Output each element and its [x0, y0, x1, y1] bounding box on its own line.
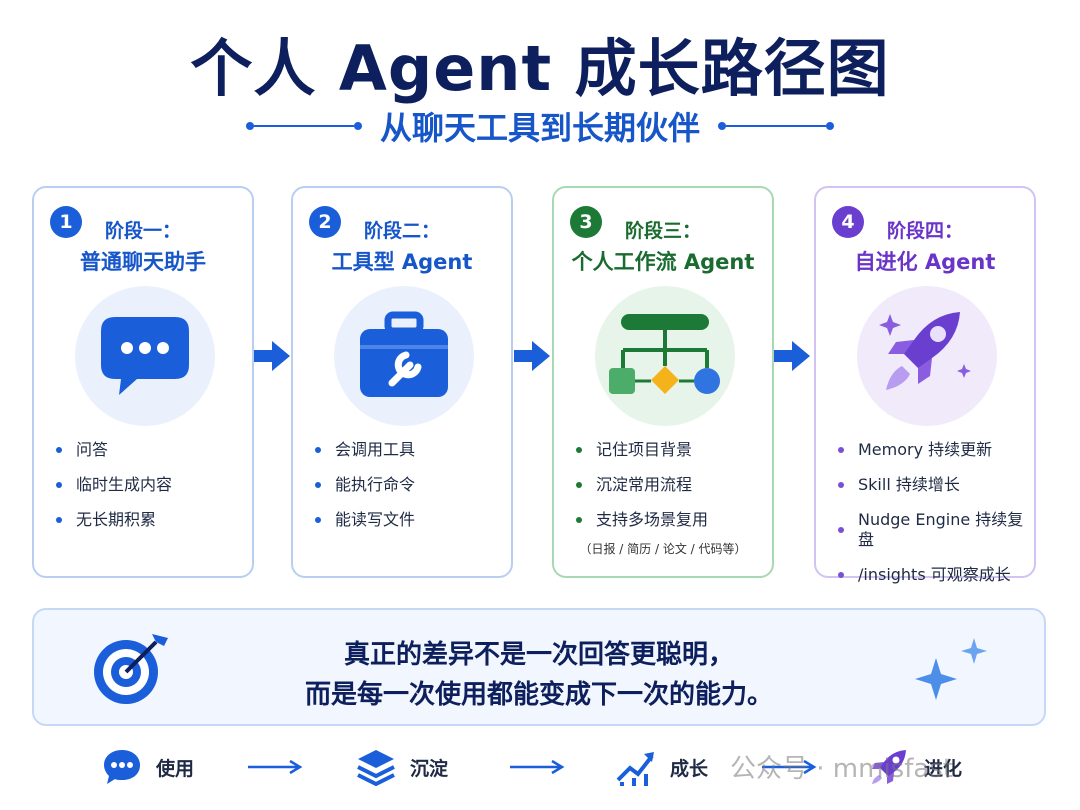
- arrow-right-icon: [510, 759, 565, 775]
- list-item: Nudge Engine 持续复盘: [838, 510, 1026, 550]
- rocket-icon: [857, 286, 997, 426]
- list-item: 会调用工具: [315, 440, 503, 460]
- stage-name: 自进化 Agent: [854, 250, 996, 274]
- list-item: 记住项目背景: [576, 440, 764, 460]
- page-title: 个人 Agent 成长路径图: [190, 32, 890, 105]
- list-item: 能执行命令: [315, 475, 503, 495]
- arrow-right-icon: [762, 759, 817, 775]
- stage-label: 阶段三：: [624, 220, 701, 242]
- chat-bubble-icon: [104, 750, 140, 784]
- arrow-right-icon: [774, 341, 810, 371]
- stage-features: Memory 持续更新 Skill 持续增长 Nudge Engine 持续复盘…: [838, 440, 1026, 600]
- flow-step-label: 进化: [924, 757, 963, 780]
- stage-note: （日报 / 简历 / 论文 / 代码等）: [579, 542, 747, 556]
- workflow-diagram-icon: [595, 286, 735, 426]
- subtitle-left-decoration: [245, 122, 362, 130]
- list-item: Skill 持续增长: [838, 475, 1026, 495]
- stage-features: 会调用工具 能执行命令 能读写文件: [315, 440, 503, 545]
- stage-badge: 1: [50, 206, 82, 238]
- sparkle-icon: [915, 638, 987, 700]
- chat-bubble-icon: [75, 286, 215, 426]
- flow-step-grow: 成长: [616, 742, 708, 792]
- stage-card-4: 4 阶段四： 自进化 Agent Memory 持续更新 Skill 持续增长 …: [814, 186, 1036, 584]
- list-item: 无长期积累: [56, 510, 244, 530]
- stage-name: 个人工作流 Agent: [571, 250, 755, 274]
- stage-card-3: 3 阶段三： 个人工作流 Agent 记住项目背景 沉淀常用流程 支持多场景复用…: [552, 186, 774, 578]
- list-item: 能读写文件: [315, 510, 503, 530]
- insight-line-1: 真正的差异不是一次回答更聪明，: [343, 640, 734, 670]
- subtitle-row: 从聊天工具到长期伙伴: [0, 104, 1080, 148]
- flow-step-label: 沉淀: [410, 757, 449, 780]
- stage-name: 工具型 Agent: [331, 250, 473, 274]
- target-icon: [94, 634, 168, 704]
- flow-step-label: 使用: [156, 757, 195, 780]
- flow-step-accumulate: 沉淀: [356, 742, 448, 792]
- arrow-right-icon: [514, 341, 550, 371]
- stage-badge: 2: [309, 206, 341, 238]
- list-item: Memory 持续更新: [838, 440, 1026, 460]
- stage-label: 阶段二：: [363, 220, 440, 242]
- stage-name: 普通聊天助手: [80, 250, 206, 274]
- page-subtitle: 从聊天工具到长期伙伴: [379, 109, 700, 147]
- toolbox-wrench-icon: [334, 286, 474, 426]
- list-item: 沉淀常用流程: [576, 475, 764, 495]
- watermark: 公众号 · mmisfast: [730, 754, 954, 784]
- layers-icon: [357, 750, 395, 786]
- flow-step-use: 使用: [102, 742, 194, 792]
- flow-step-label: 成长: [670, 757, 709, 780]
- trend-up-icon: [616, 752, 654, 786]
- stage-card-1: 1 阶段一： 普通聊天助手 问答 临时生成内容 无长期积累: [32, 186, 254, 578]
- stage-features: 记住项目背景 沉淀常用流程 支持多场景复用: [576, 440, 764, 545]
- arrow-right-icon: [254, 341, 290, 371]
- flow-step-evolve: 进化: [870, 742, 962, 792]
- key-insight-box: 真正的差异不是一次回答更聪明， 而是每一次使用都能变成下一次的能力。: [32, 608, 1046, 726]
- rocket-icon: [872, 750, 906, 784]
- insight-line-2: 而是每一次使用都能变成下一次的能力。: [304, 680, 773, 710]
- stage-label: 阶段一：: [104, 220, 181, 242]
- stage-features: 问答 临时生成内容 无长期积累: [56, 440, 244, 545]
- subtitle-right-decoration: [718, 122, 834, 130]
- list-item: 问答: [56, 440, 244, 460]
- growth-flow: 使用 沉淀 成长 进化: [0, 742, 1080, 792]
- list-item: /insights 可观察成长: [838, 565, 1026, 585]
- stage-label: 阶段四：: [886, 220, 963, 242]
- arrow-right-icon: [248, 759, 303, 775]
- stage-badge: 3: [570, 206, 602, 238]
- stage-badge: 4: [832, 206, 864, 238]
- list-item: 支持多场景复用: [576, 510, 764, 530]
- list-item: 临时生成内容: [56, 475, 244, 495]
- stage-card-2: 2 阶段二： 工具型 Agent 会调用工具 能执行命令 能读写文件: [291, 186, 513, 578]
